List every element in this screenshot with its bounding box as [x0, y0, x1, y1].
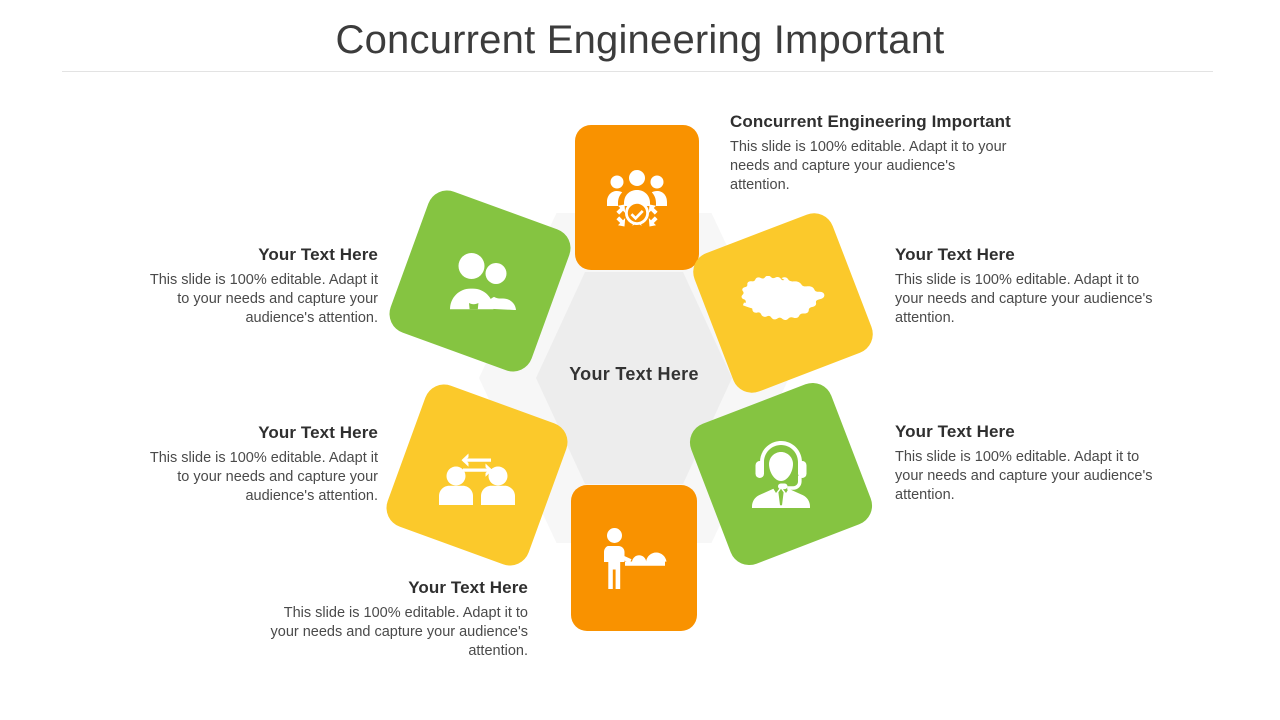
text-block-heading: Your Text Here	[895, 245, 1015, 264]
text-block-body: This slide is 100% editable. Adapt it to…	[895, 272, 1153, 326]
page-title: Concurrent Engineering Important	[335, 18, 945, 62]
tile-bottom-left-block[interactable]	[571, 485, 697, 631]
support-agent-headset-icon	[747, 439, 815, 509]
text-block-heading: Your Text Here	[895, 422, 1015, 441]
text-block-upper-right: Your Text Here This slide is 100% editab…	[895, 245, 1157, 328]
text-block-upper-left: Your Text Here This slide is 100% editab…	[139, 245, 378, 328]
two-users-group-icon	[444, 252, 516, 310]
text-block-bottom-left: Your Text Here This slide is 100% editab…	[262, 578, 529, 661]
title-divider	[62, 71, 1213, 72]
tile-upper-left-block[interactable]	[383, 184, 577, 378]
text-block-body: This slide is 100% editable. Adapt it to…	[149, 450, 378, 504]
text-block-lower-right: Your Text Here This slide is 100% editab…	[895, 422, 1157, 505]
text-block-body: This slide is 100% editable. Adapt it to…	[149, 272, 378, 326]
tile-lower-left-block[interactable]	[380, 378, 574, 572]
team-approved-icon	[606, 169, 668, 227]
tile-lower-right-block[interactable]	[684, 377, 878, 571]
text-block-body: This slide is 100% editable. Adapt it to…	[730, 139, 1007, 193]
text-block-top-right: Concurrent Engineering Important This sl…	[730, 112, 1011, 195]
text-block-heading: Your Text Here	[258, 423, 378, 442]
lake-map-icon	[740, 276, 826, 330]
center-hexagon-label: Your Text Here	[569, 364, 699, 384]
tile-upper-right-block[interactable]	[687, 207, 879, 399]
text-block-heading: Your Text Here	[258, 245, 378, 264]
text-block-body: This slide is 100% editable. Adapt it to…	[895, 449, 1153, 503]
text-block-heading: Concurrent Engineering Important	[730, 112, 1011, 131]
text-block-lower-left: Your Text Here This slide is 100% editab…	[139, 423, 378, 506]
worker-at-table-icon	[601, 527, 667, 589]
two-people-exchange-icon	[436, 444, 518, 506]
text-block-body: This slide is 100% editable. Adapt it to…	[270, 605, 529, 659]
tile-top-right-block[interactable]	[575, 125, 699, 270]
text-block-heading: Your Text Here	[408, 578, 528, 597]
